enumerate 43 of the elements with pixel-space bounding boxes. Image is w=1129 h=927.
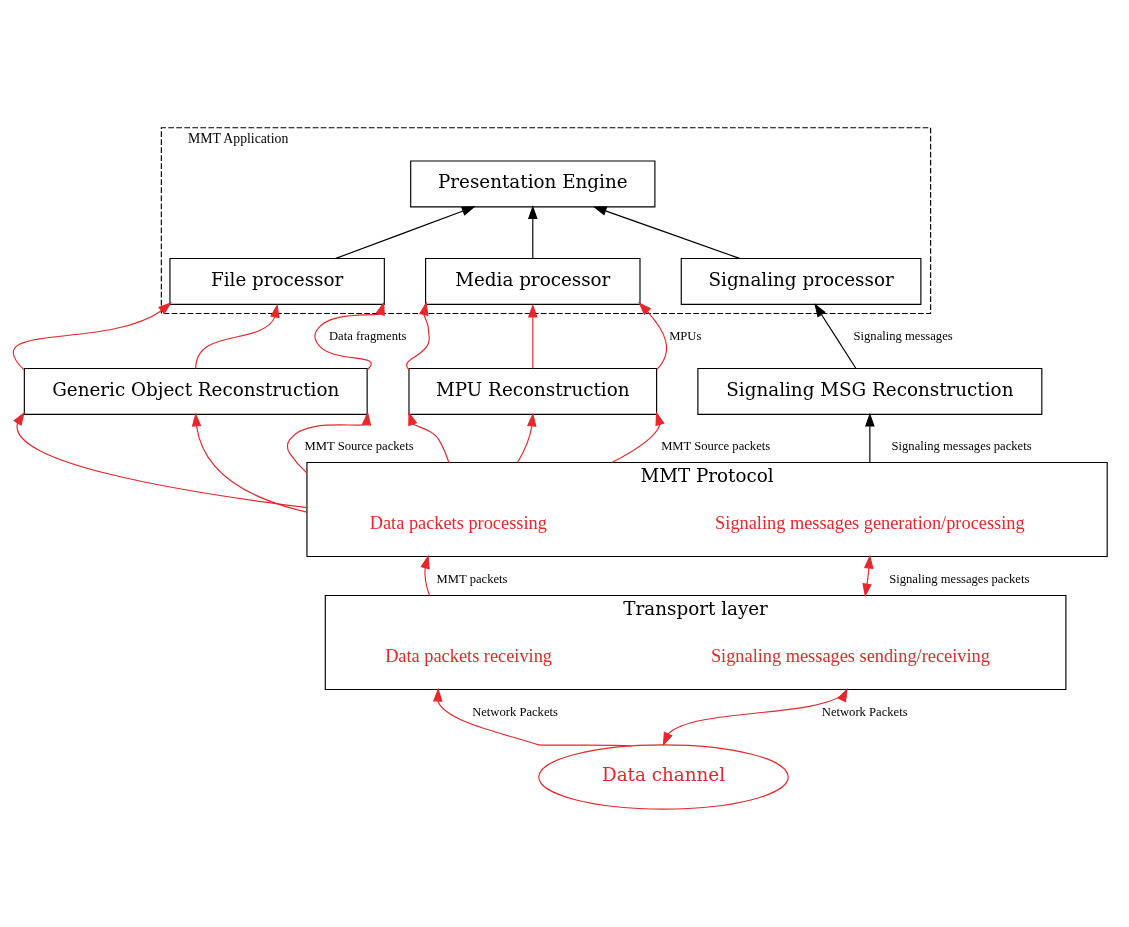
arrow — [195, 303, 280, 369]
arrow — [314, 301, 385, 370]
node-box: Generic Object Reconstruction — [23, 367, 368, 415]
node-ellipse: Data channel — [538, 743, 789, 810]
arrow — [527, 204, 538, 259]
edge-label: Signaling messages — [853, 328, 953, 343]
node-box: Media processor — [425, 257, 641, 305]
arrow — [516, 412, 537, 463]
arrow — [191, 412, 308, 513]
arrow — [335, 205, 476, 259]
arrow — [527, 303, 538, 369]
edge-label: Data fragments — [329, 328, 407, 343]
arrow — [286, 411, 372, 474]
node-box: Presentation Engine — [410, 159, 656, 207]
arrow — [592, 205, 741, 259]
arrow — [611, 411, 665, 463]
arrow — [408, 411, 450, 463]
edge-label: MMT packets — [436, 571, 508, 586]
node-text: Data packets receiving — [385, 645, 553, 666]
edge-label: MPUs — [669, 328, 702, 343]
node-box: File processor — [169, 257, 385, 305]
edge-label: MMT Source packets — [304, 438, 414, 453]
node-text: Signaling messages sending/receiving — [710, 645, 990, 666]
node-box: Signaling MSG Reconstruction — [697, 367, 1043, 415]
edge-label: MMT Source packets — [661, 438, 771, 453]
node-box: MPU Reconstruction — [408, 367, 658, 415]
arrow — [638, 301, 668, 370]
arrow — [12, 301, 172, 370]
arrow — [862, 554, 874, 597]
node-text: Signaling messages generation/processing — [715, 512, 1025, 533]
arrow — [814, 302, 857, 369]
edge-label: Network Packets — [472, 704, 558, 719]
arrow — [865, 412, 875, 463]
node-text: Data packets processing — [369, 512, 547, 533]
arrow — [405, 300, 430, 370]
arrow — [662, 687, 848, 746]
arrow — [13, 411, 308, 508]
edge-label: Signaling messages packets — [891, 438, 1032, 453]
edge-label: Signaling messages packets — [889, 571, 1030, 586]
arrow — [433, 687, 632, 747]
arrow — [420, 554, 431, 596]
edge-label: Network Packets — [821, 704, 908, 719]
node-box: Signaling processor — [680, 257, 922, 305]
